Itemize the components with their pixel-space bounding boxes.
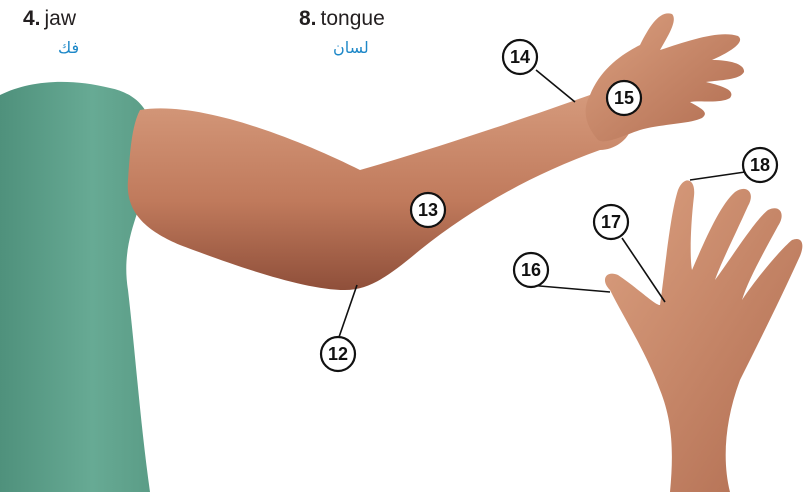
callout-18: 18 — [743, 148, 777, 182]
callout-13: 13 — [411, 193, 445, 227]
callout-label: 13 — [418, 200, 438, 220]
arm — [128, 92, 633, 290]
callout-label: 17 — [601, 212, 621, 232]
raised-hand — [586, 13, 744, 141]
shirt — [0, 82, 154, 492]
callout-15: 15 — [607, 81, 641, 115]
callout-label: 12 — [328, 344, 348, 364]
callout-12: 12 — [321, 337, 355, 371]
leader-line-18 — [690, 172, 745, 180]
term-english: jaw — [45, 7, 77, 30]
term-number: 8. — [299, 7, 317, 30]
leader-line-16 — [528, 285, 610, 292]
callout-label: 18 — [750, 155, 770, 175]
term-number: 4. — [23, 7, 41, 30]
callout-label: 14 — [510, 47, 530, 67]
callout-16: 16 — [514, 253, 548, 287]
callout-label: 16 — [521, 260, 541, 280]
term-tongue: 8.tongue — [299, 8, 385, 29]
callout-label: 15 — [614, 88, 634, 108]
lower-hand — [605, 180, 802, 492]
leader-line-12 — [338, 285, 357, 340]
term-jaw: 4.jaw — [23, 8, 76, 29]
callout-14: 14 — [503, 40, 537, 74]
leader-line-14 — [536, 70, 575, 102]
term-jaw-translation: فك — [58, 38, 79, 57]
term-english: tongue — [321, 7, 385, 30]
term-tongue-translation: لسان — [333, 38, 369, 57]
callout-17: 17 — [594, 205, 628, 239]
